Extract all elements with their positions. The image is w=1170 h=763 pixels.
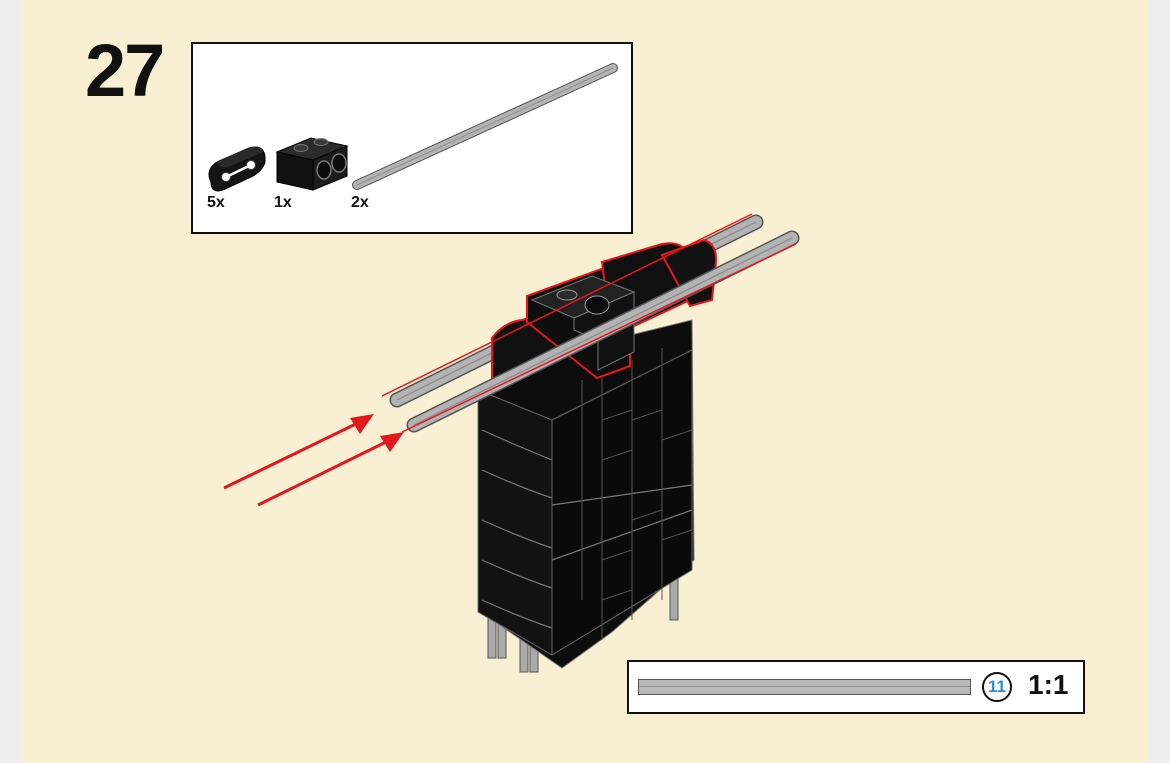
assembly-illustration [223, 213, 800, 673]
technic-brick-icon [275, 137, 349, 191]
insert-arrows [223, 414, 404, 507]
parts-list-callout: 5x 1x 2x [191, 42, 633, 234]
axle-scale-bar [638, 679, 971, 695]
black-assembly-body [477, 319, 695, 669]
axle-front [406, 230, 800, 433]
scale-label: 1:1 [1028, 669, 1069, 700]
step-number: 27 [85, 29, 165, 112]
part-qty-beam: 5x [207, 194, 225, 211]
part-qty-brick: 1x [274, 194, 292, 211]
axle-icon [352, 63, 618, 190]
beam-2-icon [208, 146, 266, 192]
part-qty-axle: 2x [351, 194, 369, 211]
axle-length-badge: 11 [982, 672, 1012, 702]
instruction-page: 27 [22, 0, 1148, 763]
axle-red-outline [381, 213, 797, 433]
parts-list-art [208, 63, 618, 192]
length-scale-callout: 11 1:1 [627, 660, 1085, 714]
